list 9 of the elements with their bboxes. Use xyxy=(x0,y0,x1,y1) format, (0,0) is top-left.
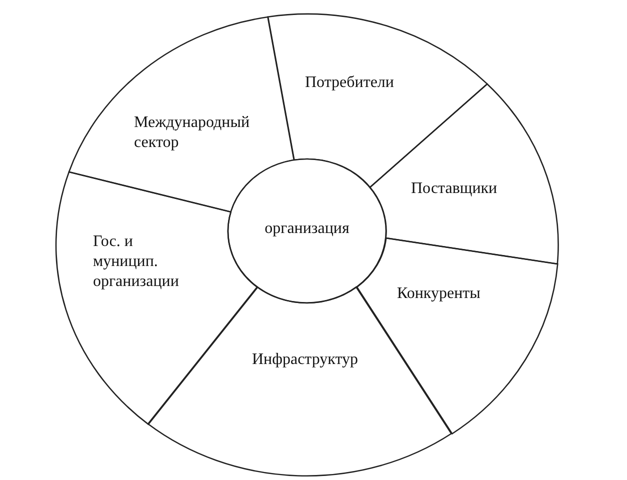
sector-label: Международный сектор xyxy=(134,112,251,153)
sector-label: Конкуренты xyxy=(396,284,480,304)
sector-label: Поставщики xyxy=(410,178,498,199)
sector-label: Инфраструктур xyxy=(252,350,358,370)
center-label: организация xyxy=(264,219,350,239)
sector-label: Гос. и муницип. организации xyxy=(92,232,180,292)
sector-label: Потребители xyxy=(304,72,394,93)
center-circle xyxy=(228,159,386,303)
ring-sector xyxy=(356,238,558,434)
